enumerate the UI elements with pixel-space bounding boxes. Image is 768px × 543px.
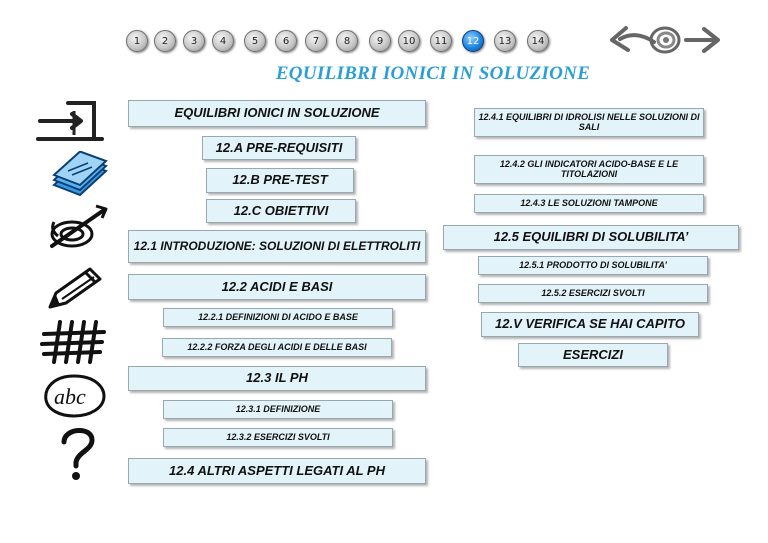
- exit-door-icon[interactable]: [34, 97, 104, 145]
- menu-prerequisiti[interactable]: 12.A PRE-REQUISITI: [202, 136, 356, 160]
- chapter-5-button[interactable]: 5: [244, 30, 266, 52]
- menu-12-3-il-ph[interactable]: 12.3 IL PH: [128, 366, 426, 391]
- page-title: EQUILIBRI IONICI IN SOLUZIONE: [275, 63, 591, 84]
- chapter-14-button[interactable]: 14: [527, 30, 549, 52]
- chapter-2-button[interactable]: 2: [154, 30, 176, 52]
- chapter-4-button[interactable]: 4: [212, 30, 234, 52]
- chapter-10-button[interactable]: 10: [398, 30, 420, 52]
- menu-12-v-verifica[interactable]: 12.V VERIFICA SE HAI CAPITO: [481, 312, 699, 337]
- menu-12-4-3-tampone[interactable]: 12.4.3 LE SOLUZIONI TAMPONE: [474, 194, 704, 213]
- chapter-11-button[interactable]: 11: [430, 30, 452, 52]
- menu-12-4-1-idrolisi[interactable]: 12.4.1 EQUILIBRI DI IDROLISI NELLE SOLUZ…: [474, 108, 704, 137]
- target-arrow-icon[interactable]: [44, 200, 110, 254]
- menu-12-5-1-prodotto[interactable]: 12.5.1 PRODOTTO DI SOLUBILITA’: [478, 256, 708, 275]
- svg-text:abc: abc: [54, 384, 86, 409]
- hashtag-grid-icon[interactable]: [40, 318, 106, 366]
- menu-12-3-2-esercizi[interactable]: 12.3.2 ESERCIZI SVOLTI: [163, 428, 393, 447]
- menu-12-3-1-definizione[interactable]: 12.3.1 DEFINIZIONE: [163, 400, 393, 419]
- pencil-icon[interactable]: [42, 265, 108, 313]
- menu-12-2-acidi-basi[interactable]: 12.2 ACIDI E BASI: [128, 274, 426, 300]
- menu-pretest[interactable]: 12.B PRE-TEST: [206, 168, 354, 193]
- chapter-9-button[interactable]: 9: [369, 30, 391, 52]
- menu-esercizi[interactable]: ESERCIZI: [518, 343, 668, 367]
- question-mark-icon[interactable]: [52, 424, 102, 484]
- chapter-13-button[interactable]: 13: [494, 30, 516, 52]
- chapter-7-button[interactable]: 7: [305, 30, 327, 52]
- menu-equilibri-ionici[interactable]: EQUILIBRI IONICI IN SOLUZIONE: [128, 100, 426, 127]
- forward-arrow-icon[interactable]: [684, 24, 724, 56]
- menu-12-2-1-definizioni[interactable]: 12.2.1 DEFINIZIONI DI ACIDO E BASE: [163, 308, 393, 327]
- menu-12-4-2-indicatori[interactable]: 12.4.2 GLI INDICATORI ACIDO-BASE E LE TI…: [474, 155, 704, 184]
- menu-12-5-2-esercizi[interactable]: 12.5.2 ESERCIZI SVOLTI: [478, 284, 708, 303]
- chapter-1-button[interactable]: 1: [126, 30, 148, 52]
- menu-obiettivi[interactable]: 12.C OBIETTIVI: [206, 199, 356, 223]
- chapter-3-button[interactable]: 3: [183, 30, 205, 52]
- menu-12-2-2-forza[interactable]: 12.2.2 FORZA DEGLI ACIDI E DELLE BASI: [162, 338, 392, 357]
- menu-12-4-altri-aspetti[interactable]: 12.4 ALTRI ASPETTI LEGATI AL PH: [128, 458, 426, 484]
- home-spiral-icon[interactable]: [648, 24, 682, 56]
- abc-bubble-icon[interactable]: abc: [40, 372, 108, 420]
- menu-12-1-introduzione[interactable]: 12.1 INTRODUZIONE: SOLUZIONI DI ELETTROL…: [128, 230, 426, 263]
- chapter-6-button[interactable]: 6: [275, 30, 297, 52]
- chapter-8-button[interactable]: 8: [336, 30, 358, 52]
- chapter-12-button[interactable]: 12: [462, 30, 484, 52]
- menu-12-5-solubilita[interactable]: 12.5 EQUILIBRI DI SOLUBILITA’: [443, 225, 739, 250]
- notes-stack-icon[interactable]: [44, 151, 112, 199]
